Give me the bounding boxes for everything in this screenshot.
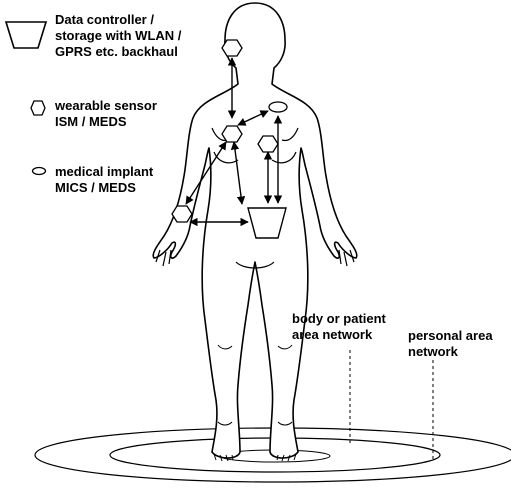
wrist-sensor-hexagon-icon — [172, 206, 192, 222]
ellipse-icon — [31, 166, 47, 176]
controller-legend-line-3: GPRS etc. backhaul — [55, 44, 181, 60]
body-network-line-2: area network — [292, 327, 386, 343]
body-network-line-1: body or patient — [292, 311, 386, 327]
implant-legend-line-2: MICS / MEDS — [55, 180, 153, 196]
chest-sensor-hexagon-icon — [222, 126, 242, 142]
body-area-network-label: body or patient area network — [292, 311, 386, 343]
heart-implant-ellipse-icon — [269, 102, 287, 112]
trapezoid-icon — [4, 20, 48, 50]
sensor-legend-line-2: ISM / MEDS — [55, 114, 157, 130]
personal-network-line-2: network — [408, 344, 493, 360]
controller-legend-label: Data controller / storage with WLAN / GP… — [55, 12, 181, 60]
personal-network-line-1: personal area — [408, 328, 493, 344]
sensor-legend-label: wearable sensor ISM / MEDS — [55, 98, 157, 130]
implant-legend-line-1: medical implant — [55, 164, 153, 180]
right-chest-sensor-hexagon-icon — [258, 136, 278, 152]
personal-area-network-label: personal area network — [408, 328, 493, 360]
implant-legend-label: medical implant MICS / MEDS — [55, 164, 153, 196]
controller-legend-line-1: Data controller / — [55, 12, 181, 28]
controller-legend-line-2: storage with WLAN / — [55, 28, 181, 44]
sensor-legend-line-1: wearable sensor — [55, 98, 157, 114]
hexagon-icon — [30, 100, 46, 116]
head-sensor-hexagon-icon — [222, 40, 242, 56]
